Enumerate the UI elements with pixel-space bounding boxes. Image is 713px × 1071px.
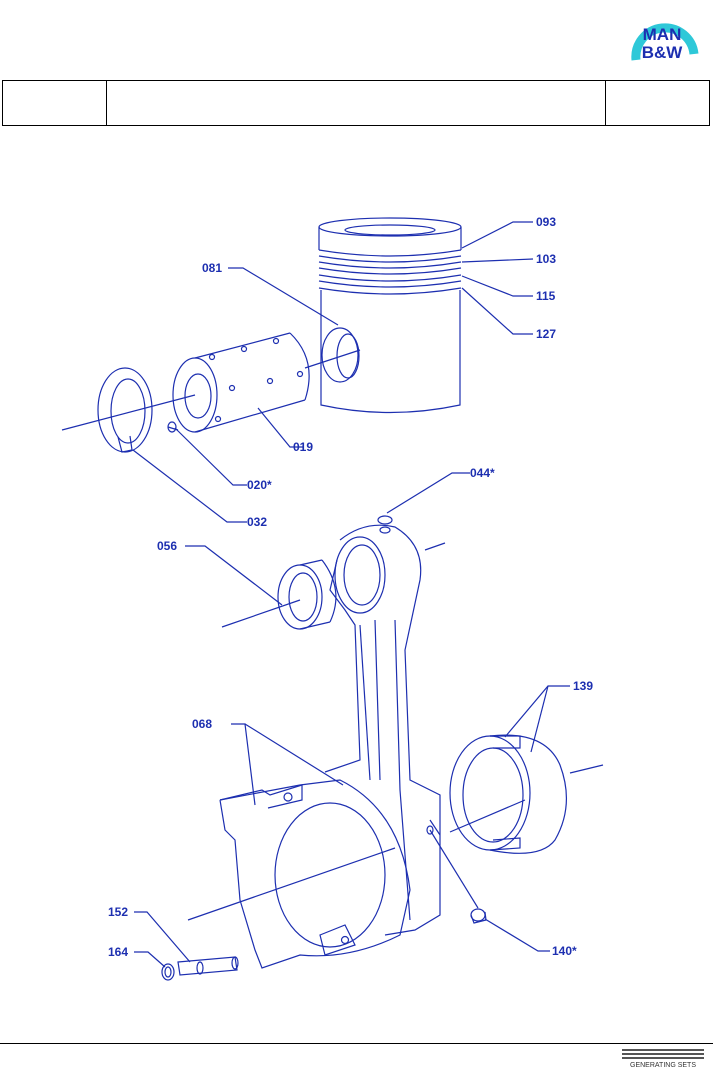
title-block (2, 80, 710, 126)
label-140: 140* (552, 944, 577, 958)
piston-pin (61, 332, 361, 433)
label-139: 139 (573, 679, 593, 693)
bolt-152 (161, 956, 239, 981)
label-056: 056 (157, 539, 177, 553)
label-115: 115 (536, 289, 556, 303)
title-cell-left-border (2, 81, 3, 125)
label-093: 093 (536, 215, 556, 229)
title-cell-divider-2 (605, 81, 606, 125)
label-164: 164 (108, 945, 128, 959)
label-068: 068 (192, 717, 212, 731)
title-cell-right-border (709, 81, 710, 125)
bushing-056 (221, 559, 337, 630)
logo-text-man: MAN (643, 25, 682, 44)
logo-ring (631, 23, 699, 61)
label-081: 081 (202, 261, 222, 275)
dowel-140 (470, 908, 487, 924)
screw-020 (167, 421, 179, 433)
label-103: 103 (536, 252, 556, 266)
leader-lines (132, 221, 570, 968)
footer-rule (0, 1043, 713, 1044)
logo-text-bw: B&W (642, 43, 684, 62)
title-cell-divider-1 (106, 81, 107, 125)
label-152: 152 (108, 905, 128, 919)
label-020: 020* (247, 478, 272, 492)
circlip (97, 367, 153, 453)
brand-subtitle: GENERATING SETS (630, 1062, 696, 1069)
man-bw-logo: MAN B&W (631, 23, 699, 62)
label-019: 019 (293, 440, 313, 454)
generating-sets-logo: GENERATING SETS (622, 1049, 704, 1069)
connecting-rod (187, 515, 446, 969)
label-044: 044* (470, 466, 495, 480)
label-127: 127 (536, 327, 556, 341)
label-032: 032 (247, 515, 267, 529)
bearing-shells-139 (449, 734, 604, 854)
piston (318, 217, 462, 414)
